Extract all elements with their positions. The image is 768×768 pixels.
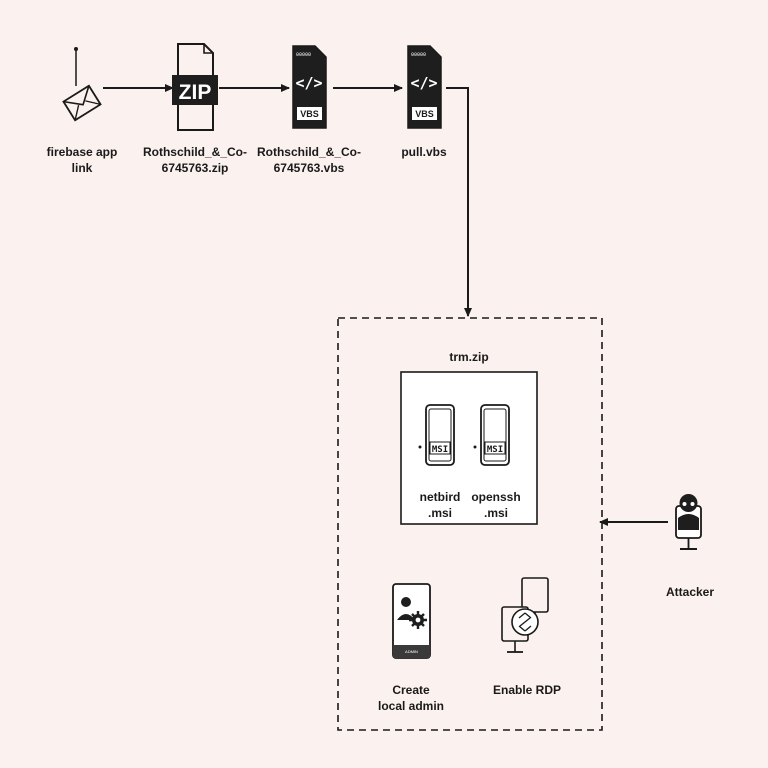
openssh-msi-label: openssh .msi bbox=[466, 489, 526, 521]
trm-zip-container bbox=[400, 371, 538, 525]
enable-rdp-label: Enable RDP bbox=[482, 682, 572, 698]
vbs-file-icon-pull: 00000 </> VBS bbox=[407, 45, 442, 129]
vbs-file-tiny-text: 00000 bbox=[296, 52, 311, 58]
zip-file-icon-text: ZIP bbox=[179, 81, 212, 104]
msi-file-icon-openssh: MSI bbox=[473, 404, 510, 466]
admin-monitor-icon: ADMIN bbox=[392, 583, 431, 659]
email-label-line: link bbox=[71, 161, 93, 175]
zip-label-line: Rothschild_&_Co- bbox=[142, 145, 247, 159]
attacker-icon bbox=[675, 494, 702, 550]
vbs-label-line: Rothschild_&_Co- bbox=[256, 145, 361, 159]
openssh-label-line: openssh bbox=[471, 490, 521, 504]
admin-label-line: Create bbox=[392, 683, 430, 697]
enable-rdp-label-text: Enable RDP bbox=[492, 683, 561, 697]
remote-desktop-icon bbox=[501, 577, 549, 653]
trm-zip-label-text: trm.zip bbox=[449, 350, 489, 364]
victim-host-boundary bbox=[337, 317, 603, 731]
vbs-label-line: 6745763.vbs bbox=[273, 161, 345, 175]
svg-text:</>: </> bbox=[295, 74, 322, 92]
netbird-label-line: .msi bbox=[427, 506, 452, 520]
msi-icon-text: MSI bbox=[432, 445, 448, 455]
zip-file-label: Rothschild_&_Co- 6745763.zip bbox=[140, 144, 250, 176]
email-label-line: firebase app bbox=[46, 145, 118, 159]
zip-file-icon: ZIP bbox=[172, 43, 218, 131]
zip-label-line: 6745763.zip bbox=[161, 161, 229, 175]
vbs-file-tiny-text: 00000 bbox=[411, 52, 426, 58]
attacker-label: Attacker bbox=[652, 584, 728, 600]
email-label: firebase app link bbox=[36, 144, 128, 176]
openssh-label-line: .msi bbox=[483, 506, 508, 520]
vbs-file-label: Rothschild_&_Co- 6745763.vbs bbox=[254, 144, 364, 176]
msi-file-icon-netbird: MSI bbox=[418, 404, 455, 466]
vbs-file-icon: 00000 </> VBS bbox=[292, 45, 327, 129]
msi-icon-text: MSI bbox=[487, 445, 503, 455]
arrow-pull-to-trm bbox=[446, 87, 472, 317]
attacker-label-text: Attacker bbox=[665, 585, 715, 599]
pull-vbs-label-text: pull.vbs bbox=[401, 145, 447, 159]
envelope-icon bbox=[62, 47, 102, 122]
netbird-label-line: netbird bbox=[419, 490, 461, 504]
svg-text:</>: </> bbox=[410, 74, 437, 92]
admin-label-line: local admin bbox=[377, 699, 445, 713]
trm-zip-label: trm.zip bbox=[429, 349, 509, 365]
pull-vbs-label: pull.vbs bbox=[384, 144, 464, 160]
create-local-admin-label: Create local admin bbox=[366, 682, 456, 714]
vbs-file-icon-text: VBS bbox=[415, 109, 434, 119]
vbs-file-icon-text: VBS bbox=[300, 109, 319, 119]
netbird-msi-label: netbird .msi bbox=[410, 489, 470, 521]
admin-tiny-text: ADMIN bbox=[405, 649, 418, 654]
